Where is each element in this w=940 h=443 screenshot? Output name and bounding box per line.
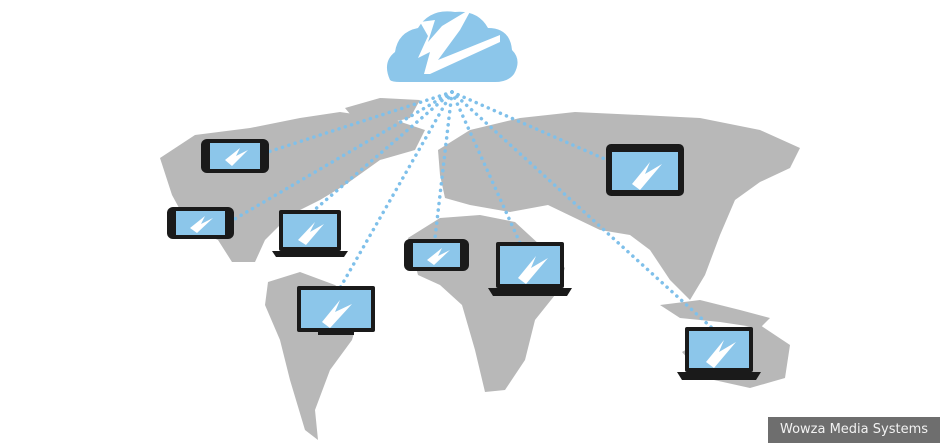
device-phone xyxy=(404,239,469,271)
connection-lines xyxy=(231,90,714,330)
device-monitor xyxy=(297,286,375,335)
device-laptop xyxy=(488,242,572,296)
wowza-cloud-icon xyxy=(386,8,518,82)
connection-line xyxy=(450,90,714,330)
continent-eurasia xyxy=(438,112,800,300)
device-phone xyxy=(201,139,269,173)
continent-greenland xyxy=(345,98,420,125)
connection-line xyxy=(450,90,609,162)
continent-indonesia xyxy=(660,300,770,328)
connection-line xyxy=(433,90,454,240)
connection-line xyxy=(231,90,454,222)
device-laptop xyxy=(272,210,348,257)
device-phone xyxy=(167,207,234,239)
connection-line xyxy=(266,90,454,154)
device-laptop xyxy=(677,327,761,380)
device-tablet xyxy=(606,144,684,196)
copyright-caption: Wowza Media Systems xyxy=(768,417,940,443)
connection-line xyxy=(338,90,454,290)
connection-line xyxy=(450,90,522,245)
connection-line xyxy=(310,90,454,214)
